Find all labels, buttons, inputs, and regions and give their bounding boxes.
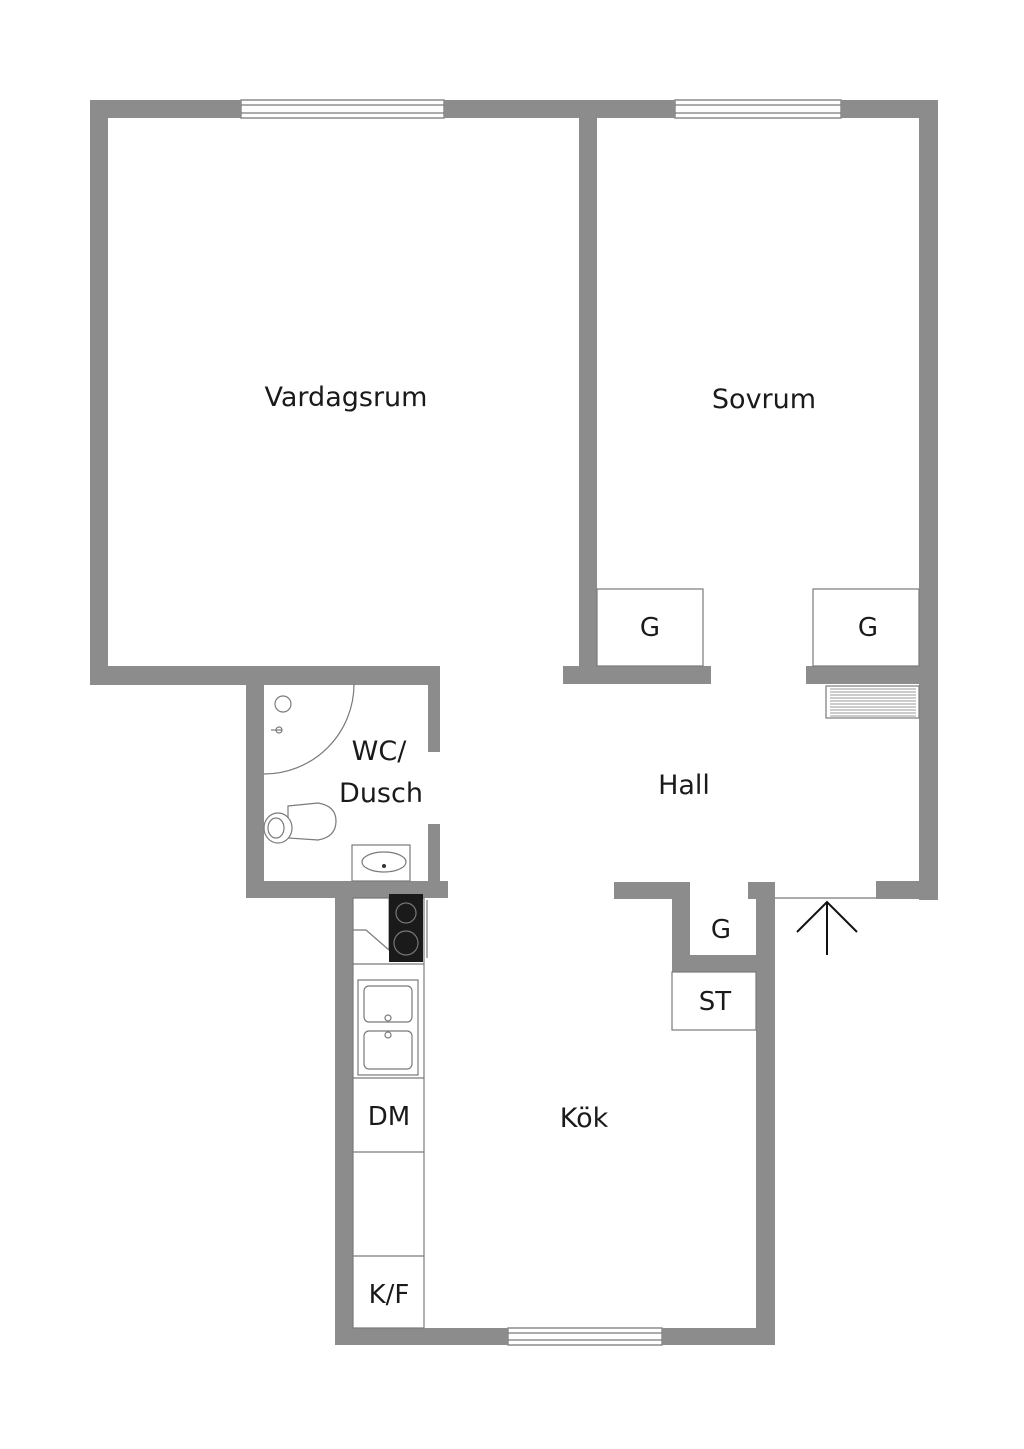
fridge-freezer-label: K/F: [369, 1280, 410, 1310]
wardrobe-label-2: G: [858, 613, 878, 643]
shower: [263, 683, 355, 775]
window-bedroom: [674, 99, 842, 119]
toilet: [263, 802, 337, 844]
bathroom-sink: [351, 844, 411, 882]
wardrobe-label-3: G: [711, 915, 731, 945]
wardrobe-label-1: G: [640, 613, 660, 643]
window-living: [240, 99, 445, 119]
kitchen-counter: [352, 897, 425, 1329]
room-label-bath-line1: WC/: [352, 736, 408, 767]
room-label-bedroom: Sovrum: [712, 384, 816, 415]
entrance-arrow-icon: [775, 897, 876, 955]
stove: [389, 894, 428, 962]
window-kitchen: [507, 1327, 663, 1346]
walls: [90, 100, 938, 1345]
wardrobe-right: [812, 588, 920, 667]
range-hood: [352, 897, 390, 952]
room-label-hall: Hall: [658, 770, 710, 801]
dishwasher-label: DM: [368, 1102, 410, 1132]
windows: [240, 99, 842, 1346]
storage-label: ST: [699, 987, 732, 1017]
wardrobe-left: [596, 588, 704, 667]
room-label-kitchen: Kök: [560, 1103, 609, 1134]
radiator: [825, 685, 920, 719]
storage-box: [671, 971, 757, 1031]
kitchen-sink: [357, 979, 419, 1076]
room-label-bath-line2: Dusch: [339, 778, 423, 809]
room-label-living: Vardagsrum: [265, 382, 428, 413]
